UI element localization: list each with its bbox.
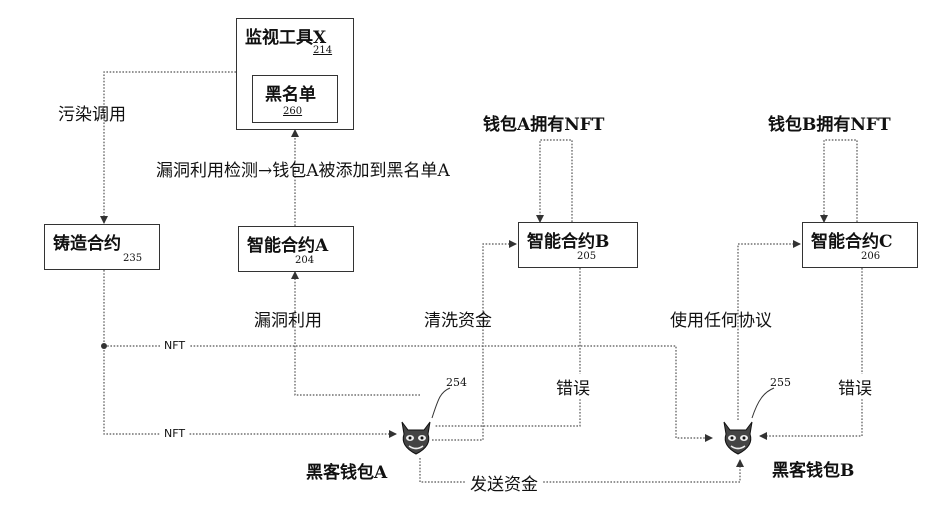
taint-call-label: 污染调用	[58, 105, 126, 125]
smart-contract-c-title: 智能合约C	[811, 232, 893, 252]
nft-top-label: NFT	[160, 339, 190, 352]
leader-255	[751, 387, 775, 419]
leader-254	[431, 387, 451, 419]
smart-contract-a-box: 智能合约A 204	[238, 226, 354, 272]
hackerB-number: 255	[770, 376, 791, 389]
exploit-label: 漏洞利用	[254, 311, 322, 331]
any-protocol-connector	[737, 240, 801, 420]
smart-contract-a-title: 智能合约A	[247, 236, 329, 256]
exploit-detect-label: 漏洞利用检测→钱包A被添加到黑名单A	[156, 161, 450, 181]
exploit-connector	[291, 271, 420, 396]
walletB-owns-loop	[820, 139, 858, 223]
mint-contract-title: 铸造合约	[53, 234, 121, 254]
send-funds-connector	[419, 458, 744, 483]
hacker-devil-icon	[723, 421, 753, 455]
monitor-tool-number: 214	[313, 45, 333, 56]
blacklist-title: 黑名单	[265, 85, 316, 105]
smart-contract-c-number: 206	[861, 251, 881, 262]
walletA-owns-nft-label: 钱包A拥有NFT	[483, 115, 605, 135]
monitor-tool-title: 监视工具X	[245, 28, 327, 48]
nft-top-line	[104, 345, 713, 442]
blacklist-number: 260	[283, 106, 303, 117]
error-b-label: 错误	[556, 374, 590, 399]
smart-contract-c-box: 智能合约C 206	[802, 222, 918, 268]
hackerB-wallet-label: 黑客钱包B	[772, 461, 855, 481]
nft-bottom-label: NFT	[160, 427, 190, 440]
walletB-owns-nft-label: 钱包B拥有NFT	[768, 115, 891, 135]
launder-funds-label: 清洗资金	[424, 311, 492, 331]
smart-contract-b-number: 205	[577, 251, 597, 262]
any-protocol-label: 使用任何协议	[670, 311, 772, 331]
launder-connector	[432, 240, 517, 441]
junction-dot	[101, 343, 107, 349]
blacklist-box: 黑名单 260	[252, 75, 338, 123]
error-b-connector	[434, 268, 581, 427]
monitor-tool-box: 监视工具X 214 黑名单 260	[236, 18, 354, 130]
mint-down-line	[103, 270, 397, 438]
smart-contract-a-number: 204	[295, 255, 315, 266]
hackerA-number: 254	[446, 376, 467, 389]
hacker-devil-icon	[401, 421, 431, 455]
mint-contract-box: 铸造合约 235	[44, 224, 160, 270]
walletA-owns-loop	[536, 139, 573, 223]
error-c-label: 错误	[838, 374, 872, 399]
send-funds-label: 发送资金	[466, 470, 542, 495]
smart-contract-b-title: 智能合约B	[527, 232, 610, 252]
smart-contract-b-box: 智能合约B 205	[518, 222, 638, 268]
hackerA-wallet-label: 黑客钱包A	[306, 463, 388, 483]
mint-contract-number: 235	[123, 253, 143, 264]
error-c-connector	[759, 268, 863, 440]
taint-call-connector	[100, 71, 236, 224]
